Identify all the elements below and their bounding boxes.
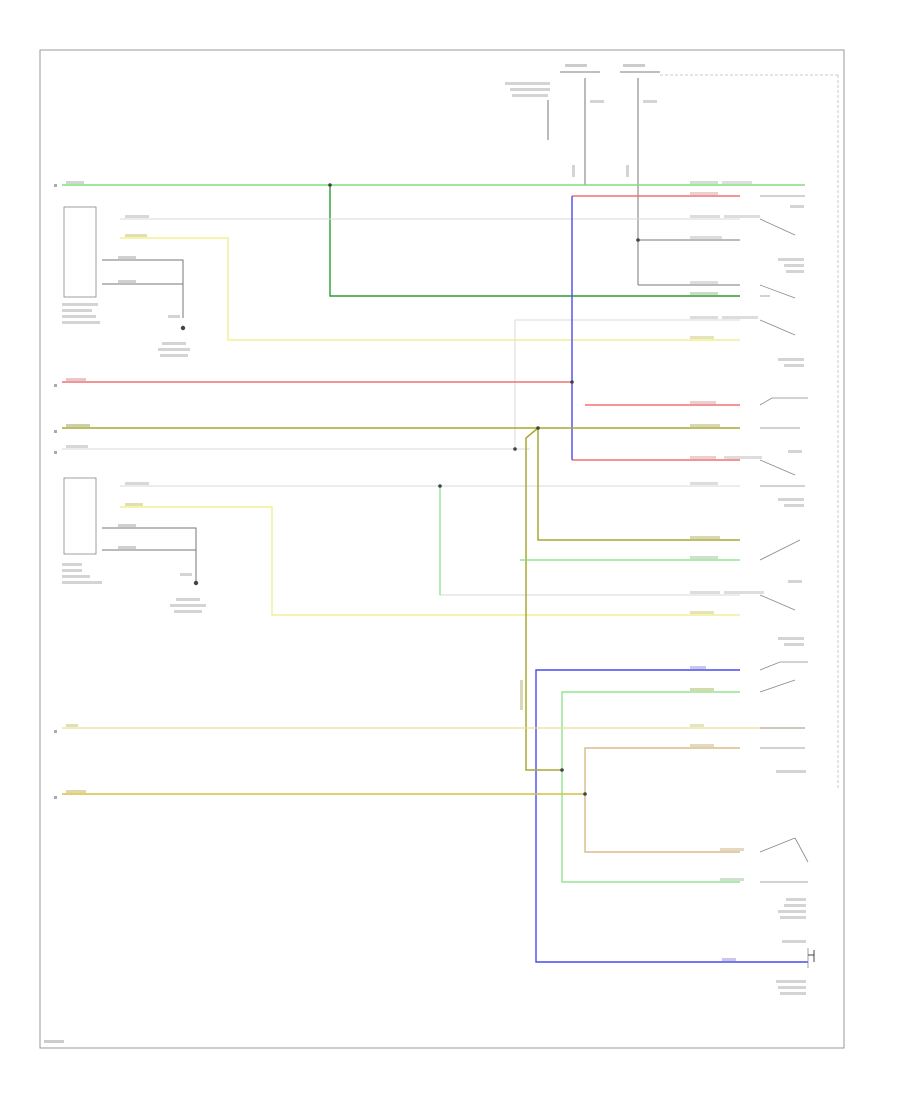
wire-upper-dark-gray xyxy=(102,239,740,583)
page-frame xyxy=(39,49,845,1049)
top-power-feeds xyxy=(547,71,660,285)
wire-olive xyxy=(62,427,740,771)
connector-stubs xyxy=(808,950,815,962)
wire-light-green xyxy=(439,486,740,883)
relay-switches xyxy=(759,195,809,968)
lower-sensor-block xyxy=(63,477,97,555)
right-component-labels xyxy=(776,205,806,995)
splice-dots xyxy=(180,183,640,796)
wire-tan xyxy=(584,747,740,853)
wire-red xyxy=(62,195,740,461)
left-pin-marks xyxy=(54,184,57,799)
ground-labels xyxy=(158,315,206,613)
footer-mark xyxy=(44,1040,64,1043)
top-power-text xyxy=(505,64,657,177)
right-wire-labels xyxy=(690,181,764,961)
left-wire-labels xyxy=(66,181,523,793)
wire-dark-green-loop xyxy=(329,185,740,297)
upper-sensor-block xyxy=(63,206,97,298)
lower-sensor-label xyxy=(62,563,102,584)
upper-sensor-label xyxy=(62,303,100,324)
wire-upper-yellow xyxy=(120,237,740,616)
wire-blue xyxy=(535,196,808,963)
